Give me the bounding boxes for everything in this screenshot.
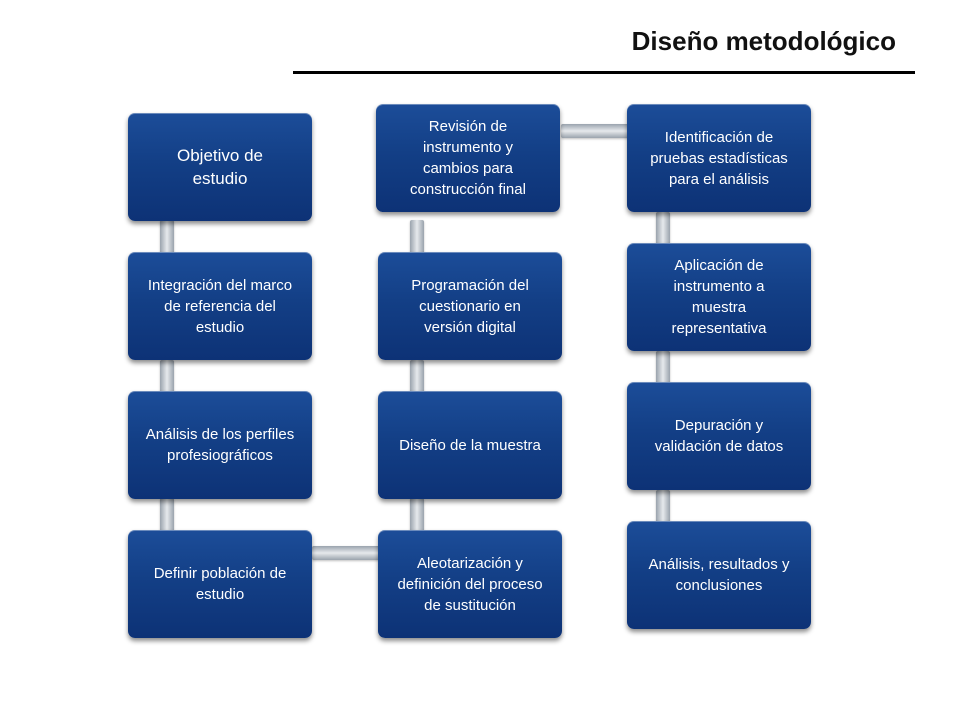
step-label: Análisis de los perfiles profesiográfico… [145, 426, 295, 464]
step-revision-instrumento: Revisión de instrumento y cambios para c… [376, 104, 560, 212]
step-label: Diseño de la muestra [399, 436, 541, 454]
step-label: Integración del marco de referencia del … [147, 276, 293, 336]
step-label: Programación del cuestionario en versión… [411, 276, 529, 336]
step-identificacion-pruebas: Identificación de pruebas estadísticas p… [627, 104, 811, 212]
step-label: Objetivo de estudio [177, 146, 263, 188]
step-integracion-marco-referencia: Integración del marco de referencia del … [128, 252, 312, 360]
connector-8-9 [561, 124, 631, 138]
connector-1-2 [160, 220, 174, 254]
connector-10-11 [656, 351, 670, 385]
title-underline [293, 71, 915, 74]
step-label: Depuración y validación de datos [654, 417, 784, 455]
connector-2-3 [160, 360, 174, 394]
connector-11-12 [656, 490, 670, 524]
step-programacion-cuestionario: Programación del cuestionario en versión… [378, 252, 562, 360]
page-title: Diseño metodológico [631, 26, 896, 56]
step-analisis-resultados: Análisis, resultados y conclusiones [627, 521, 811, 629]
step-diseno-muestra: Diseño de la muestra [378, 391, 562, 499]
step-label: Aleotarización y definición del proceso … [397, 554, 543, 614]
step-aplicacion-instrumento: Aplicación de instrumento a muestra repr… [627, 243, 811, 351]
connector-9-10 [656, 212, 670, 246]
step-depuracion-validacion: Depuración y validación de datos [627, 382, 811, 490]
connector-5-6 [410, 498, 424, 532]
connector-4-5 [312, 546, 380, 560]
step-definir-poblacion: Definir población de estudio [128, 530, 312, 638]
step-label: Análisis, resultados y conclusiones [648, 556, 790, 594]
step-analisis-perfiles: Análisis de los perfiles profesiográfico… [128, 391, 312, 499]
step-objetivo-de-estudio: Objetivo de estudio [128, 113, 312, 221]
step-aleotarizacion: Aleotarización y definición del proceso … [378, 530, 562, 638]
step-label: Identificación de pruebas estadísticas p… [650, 128, 788, 188]
connector-6-7 [410, 360, 424, 394]
step-label: Definir población de estudio [153, 565, 287, 603]
step-label: Aplicación de instrumento a muestra repr… [671, 257, 767, 337]
connector-3-4 [160, 498, 174, 532]
connector-7-8 [410, 220, 424, 254]
step-label: Revisión de instrumento y cambios para c… [410, 118, 526, 198]
